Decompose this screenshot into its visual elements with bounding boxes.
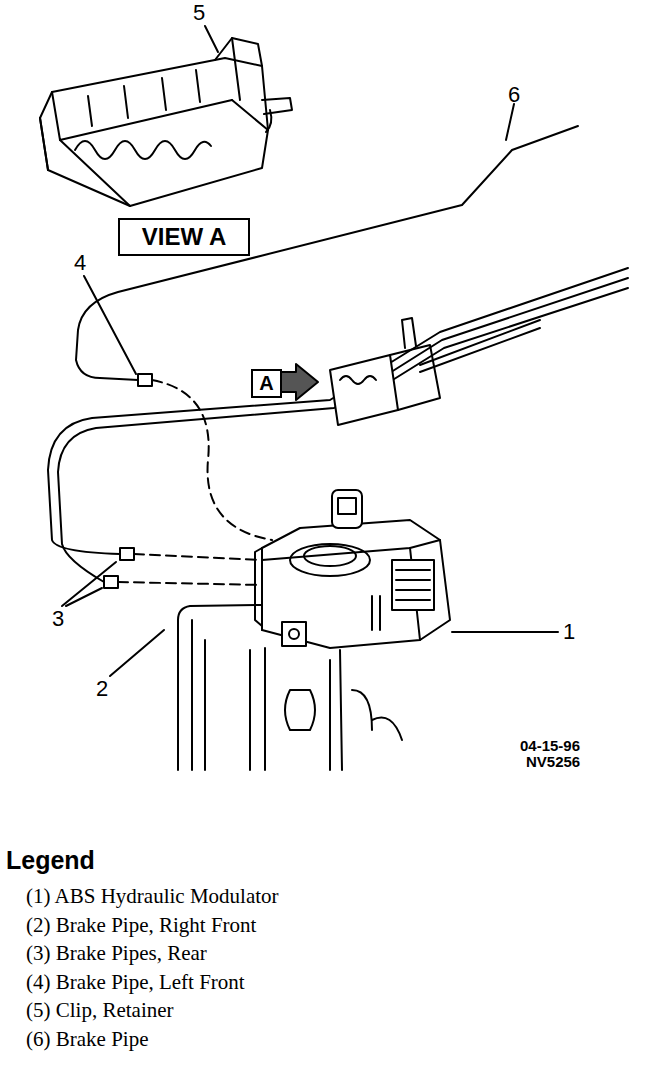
leader-line xyxy=(84,276,136,374)
brake-pipe xyxy=(420,320,540,372)
callout-number: 5 xyxy=(193,0,205,26)
dashed-line xyxy=(118,582,262,585)
view-label-box: VIEW A xyxy=(118,218,250,256)
brake-pipe xyxy=(76,126,578,380)
legend-row: (4) Brake Pipe, Left Front xyxy=(26,970,245,995)
pipe-fitting xyxy=(104,576,118,588)
legend-heading: Legend xyxy=(6,846,95,875)
brake-pipe xyxy=(191,620,193,770)
brake-pipe xyxy=(48,268,628,554)
legend-row: (6) Brake Pipe xyxy=(26,1027,148,1052)
node-text: VIEW A xyxy=(128,223,240,251)
figure-code: NV5256 xyxy=(526,753,580,770)
view-arrow xyxy=(280,364,318,400)
legend-text: (3) Brake Pipes, Rear xyxy=(26,941,207,965)
callout-number: 2 xyxy=(96,676,108,702)
retainer-clip xyxy=(330,318,440,425)
brake-pipe xyxy=(178,605,262,770)
dashed-line xyxy=(134,554,262,560)
callout-number: 1 xyxy=(563,619,575,645)
leader-line xyxy=(62,562,116,606)
date-code: 04-15-96 xyxy=(520,737,580,754)
legend-text: (4) Brake Pipe, Left Front xyxy=(26,970,245,994)
legend-text: (2) Brake Pipe, Right Front xyxy=(26,913,256,937)
legend-row: (5) Clip, Retainer xyxy=(26,998,174,1023)
legend-text: (1) ABS Hydraulic Modulator xyxy=(26,884,279,908)
pipe-fitting xyxy=(120,548,134,560)
callout-number: 3 xyxy=(52,606,64,632)
legend-row: (2) Brake Pipe, Right Front xyxy=(26,913,256,938)
legend-text: (6) Brake Pipe xyxy=(26,1027,148,1051)
dashed-line xyxy=(152,380,272,540)
callout-number: 4 xyxy=(74,250,86,276)
leader-line xyxy=(205,26,218,52)
abs-modulator xyxy=(255,490,450,648)
pipe-fitting xyxy=(138,374,152,386)
callout-number: 6 xyxy=(508,82,520,108)
node-text: A xyxy=(258,372,275,395)
leader-line xyxy=(452,631,558,633)
leader-line xyxy=(110,630,164,676)
view-arrow-box: A xyxy=(251,369,282,398)
retainer-clip-view xyxy=(40,38,292,206)
leader-line xyxy=(506,104,514,140)
legend-row: (1) ABS Hydraulic Modulator xyxy=(26,884,279,909)
legend-text: (5) Clip, Retainer xyxy=(26,998,174,1022)
mounting-bracket xyxy=(205,640,402,770)
legend-row: (3) Brake Pipes, Rear xyxy=(26,941,207,966)
